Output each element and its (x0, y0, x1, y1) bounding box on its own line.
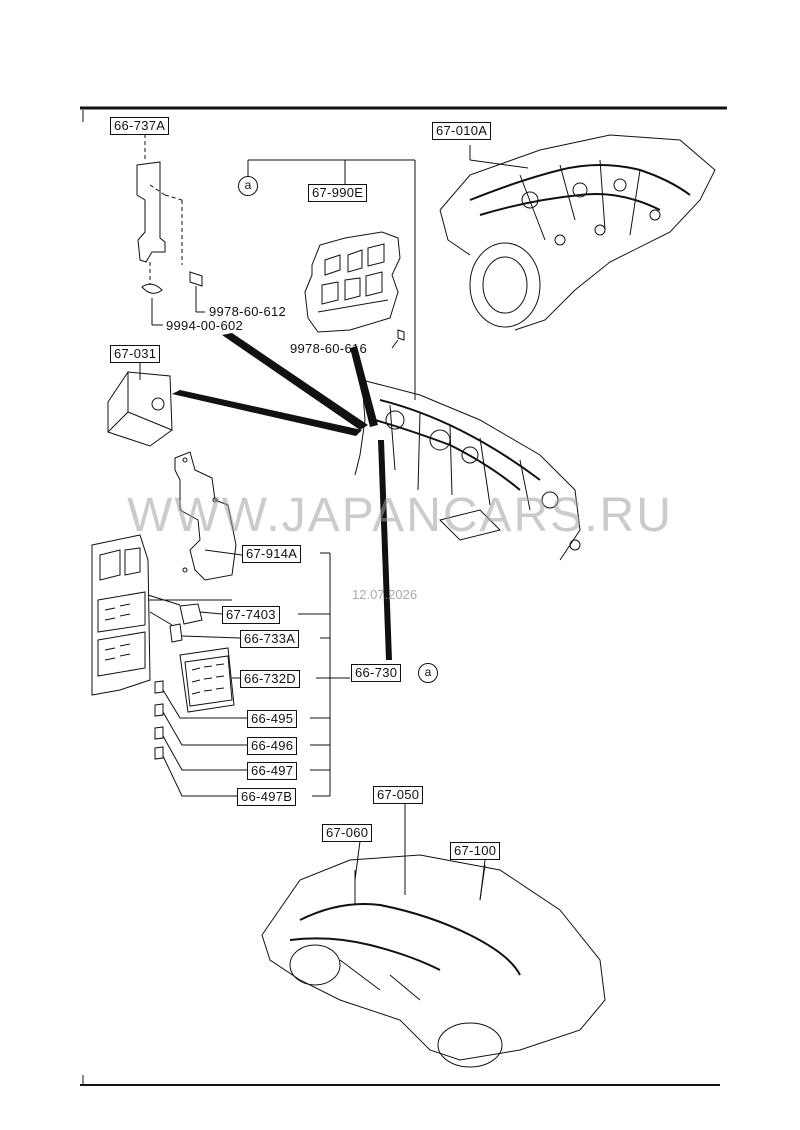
label-67-050: 67-050 (373, 786, 424, 804)
label-67-031: 67-031 (110, 345, 161, 363)
bracket-66-737a (136, 134, 205, 326)
module-67-031 (107, 363, 173, 447)
connectors-66-495 (154, 680, 247, 719)
label-66-495: 66-495 (247, 710, 298, 728)
label-66-496: 66-496 (247, 737, 298, 755)
connectors-66-496 (154, 703, 247, 746)
group-bracket-66-730 (298, 552, 350, 797)
label-66-730: 66-730 (351, 664, 402, 682)
watermark: WWW.JAPANCARS.RU (127, 489, 673, 542)
connectors-66-497b (154, 746, 237, 797)
fuse-panel-66-732d (179, 647, 240, 713)
bracket-67-914a (174, 451, 243, 581)
car-front-harness-67-010a (439, 134, 716, 331)
leader-strokes (172, 333, 392, 660)
fuse-block-67-990e (304, 160, 405, 349)
car-body-harness (261, 804, 606, 1068)
label-67-060: 67-060 (322, 824, 373, 842)
label-66-497: 66-497 (247, 762, 298, 780)
label-9978-60-616: 9978-60-616 (290, 341, 368, 356)
watermark-date: 12.07.2026 (352, 587, 418, 602)
label-67-010a: 67-010A (432, 122, 492, 140)
label-67-7403: 67-7403 (222, 606, 280, 624)
callout-a-top: a (238, 176, 258, 196)
connectors-66-497 (154, 726, 247, 771)
dashboard-harness (354, 379, 581, 561)
junction-box (91, 534, 232, 696)
label-67-990e: 67-990E (308, 184, 368, 202)
label-67-100: 67-100 (450, 842, 501, 860)
label-66-737a: 66-737A (110, 117, 170, 135)
label-9978-60-612: 9978-60-612 (209, 304, 287, 319)
callout-lines-a (247, 145, 529, 400)
label-66-732d: 66-732D (240, 670, 300, 688)
label-66-733a: 66-733A (240, 630, 300, 648)
callout-a-right: a (418, 663, 438, 683)
label-66-497b: 66-497B (237, 788, 297, 806)
relay-66-733a (169, 623, 241, 643)
label-9994-00-602: 9994-00-602 (166, 318, 244, 333)
relay-67-7403 (179, 603, 223, 625)
label-67-914a: 67-914A (242, 545, 302, 563)
